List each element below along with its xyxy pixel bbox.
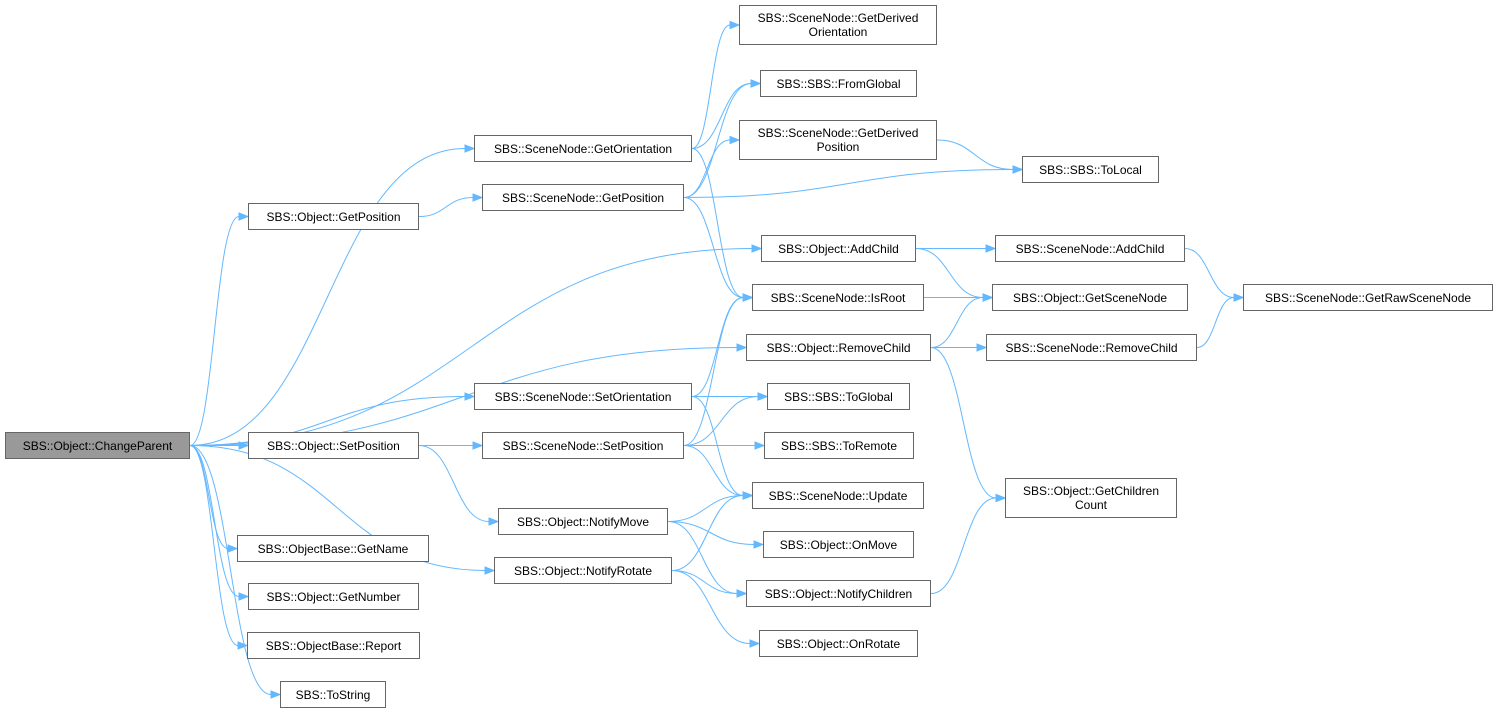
call-edge — [667, 521, 755, 545]
node-scenenode-setposition[interactable]: SBS::SceneNode::SetPosition — [482, 432, 684, 459]
node-scenenode-getrawscenenode[interactable]: SBS::SceneNode::GetRawSceneNode — [1243, 284, 1493, 311]
call-edge — [691, 148, 744, 298]
call-edge — [915, 248, 984, 298]
edge-arrowhead — [750, 79, 762, 88]
call-edge — [189, 396, 466, 446]
edge-arrowhead — [472, 193, 484, 202]
call-edge — [189, 445, 486, 571]
call-edge — [930, 297, 984, 348]
call-edge — [683, 297, 744, 446]
call-edge — [683, 445, 744, 496]
call-edge — [189, 148, 466, 446]
node-scenenode-addchild[interactable]: SBS::SceneNode::AddChild — [995, 235, 1185, 262]
call-edge — [189, 445, 272, 695]
edge-arrowhead — [995, 493, 1007, 503]
node-objectbase-report[interactable]: SBS::ObjectBase::Report — [247, 632, 420, 659]
node-object-getscenenode[interactable]: SBS::Object::GetSceneNode — [992, 284, 1188, 311]
call-edge — [683, 396, 759, 446]
node-scenenode-getposition[interactable]: SBS::SceneNode::GetPosition — [482, 184, 684, 211]
edge-arrowhead — [238, 441, 250, 450]
edge-arrowhead — [270, 690, 282, 699]
node-object-notifyrotate[interactable]: SBS::Object::NotifyRotate — [494, 557, 672, 584]
edge-arrowhead — [237, 641, 249, 650]
node-object-setposition[interactable]: SBS::Object::SetPosition — [248, 432, 419, 459]
edge-arrowhead — [757, 392, 769, 401]
node-objectbase-getname[interactable]: SBS::ObjectBase::GetName — [237, 535, 429, 562]
node-object-getnumber[interactable]: SBS::Object::GetNumber — [248, 583, 419, 610]
call-edge — [667, 521, 738, 594]
edge-arrowhead — [754, 441, 766, 450]
call-edge — [930, 347, 997, 499]
node-sbs-fromglobal[interactable]: SBS::SBS::FromGlobal — [760, 70, 917, 97]
call-edge — [671, 495, 744, 571]
call-edge — [189, 445, 240, 597]
edge-arrowhead — [751, 244, 763, 253]
call-edge — [683, 197, 744, 298]
call-edge — [189, 445, 239, 646]
edge-arrowhead — [1233, 293, 1245, 302]
call-edge — [418, 445, 490, 522]
call-edge — [683, 139, 731, 198]
node-object-getposition[interactable]: SBS::Object::GetPosition — [248, 203, 419, 230]
edge-arrowhead — [488, 517, 500, 526]
edge-arrowhead — [464, 144, 476, 153]
edge-arrowhead — [484, 566, 496, 575]
call-edge — [930, 497, 997, 594]
edge-arrowhead — [472, 441, 484, 450]
node-scenenode-isroot[interactable]: SBS::SceneNode::IsRoot — [752, 284, 924, 311]
edge-arrowhead — [736, 343, 748, 352]
call-edge — [1196, 297, 1235, 348]
node-scenenode-getderivedorientation[interactable]: SBS::SceneNode::GetDerived Orientation — [739, 5, 937, 45]
call-edge — [691, 24, 731, 149]
node-object-getchildrencount[interactable]: SBS::Object::GetChildren Count — [1005, 478, 1177, 518]
call-edge — [671, 570, 751, 644]
node-scenenode-getderivedposition[interactable]: SBS::SceneNode::GetDerived Position — [739, 120, 937, 160]
node-object-addchild[interactable]: SBS::Object::AddChild — [761, 235, 916, 262]
node-object-notifychildren[interactable]: SBS::Object::NotifyChildren — [746, 580, 931, 607]
node-object-removechild[interactable]: SBS::Object::RemoveChild — [746, 334, 931, 361]
node-scenenode-getorientation[interactable]: SBS::SceneNode::GetOrientation — [474, 135, 692, 162]
call-edge — [1184, 248, 1235, 298]
node-sbs-tolocal[interactable]: SBS::SBS::ToLocal — [1022, 156, 1159, 183]
node-sbs-toremote[interactable]: SBS::SBS::ToRemote — [764, 432, 914, 459]
node-scenenode-update[interactable]: SBS::SceneNode::Update — [752, 482, 924, 509]
call-edge — [936, 139, 1014, 170]
edge-arrowhead — [729, 135, 741, 145]
call-edge — [418, 197, 474, 217]
node-object-onrotate[interactable]: SBS::Object::OnRotate — [759, 630, 918, 657]
edge-arrowhead — [238, 592, 250, 601]
edge-arrowhead — [464, 392, 476, 401]
node-sbs-tostring[interactable]: SBS::ToString — [280, 681, 386, 708]
edge-arrowhead — [729, 20, 741, 30]
call-edge — [189, 445, 229, 549]
edge-arrowhead — [753, 540, 765, 549]
edge-arrowhead — [976, 343, 988, 352]
call-edge — [683, 169, 1014, 198]
edge-arrowhead — [982, 293, 994, 302]
edge-arrowhead — [227, 544, 239, 553]
edge-arrowhead — [749, 639, 761, 648]
edge-arrowhead — [742, 293, 754, 302]
edge-arrowhead — [736, 589, 748, 598]
node-scenenode-setorientation[interactable]: SBS::SceneNode::SetOrientation — [474, 383, 692, 410]
call-edge — [671, 570, 738, 594]
edge-arrowhead — [1012, 165, 1024, 174]
call-edge — [189, 216, 240, 446]
call-edge — [189, 248, 753, 446]
edge-arrowhead — [238, 212, 250, 221]
node-object-notifymove[interactable]: SBS::Object::NotifyMove — [498, 508, 668, 535]
call-edge — [667, 495, 744, 522]
node-scenenode-removechild[interactable]: SBS::SceneNode::RemoveChild — [986, 334, 1197, 361]
call-edge — [691, 297, 744, 397]
edge-arrowhead — [742, 491, 754, 500]
node-object-changeparent[interactable]: SBS::Object::ChangeParent — [5, 432, 190, 459]
edge-arrowhead — [985, 244, 997, 253]
node-object-onmove[interactable]: SBS::Object::OnMove — [763, 531, 914, 558]
node-sbs-toglobal[interactable]: SBS::SBS::ToGlobal — [767, 383, 910, 410]
